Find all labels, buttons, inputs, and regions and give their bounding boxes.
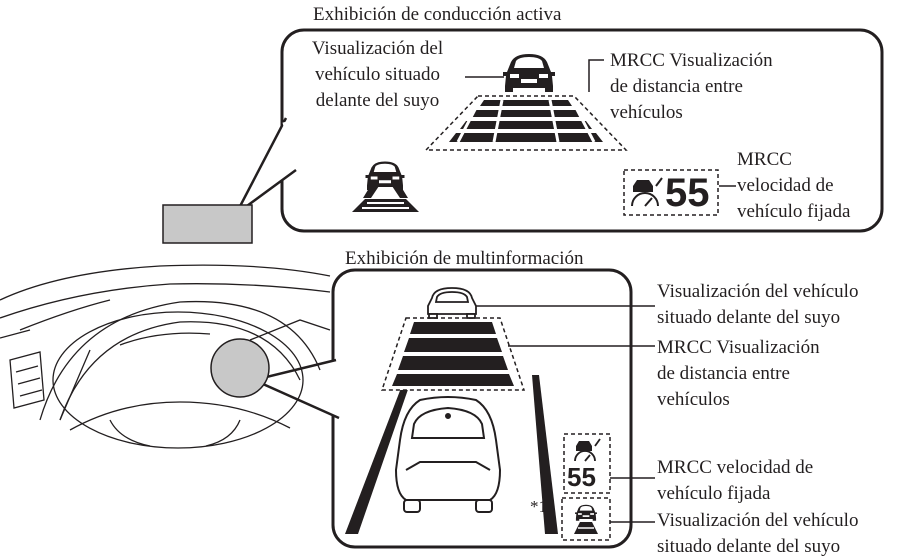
vehicle-ahead-indicator-icon (574, 522, 598, 534)
bottom-speed-label: MRCC velocidad de vehículo fijada (657, 455, 813, 507)
top-distance-line1: MRCC Visualización (610, 50, 773, 71)
bottom-vehicle-ahead-line1: Visualización del vehículo (657, 281, 859, 302)
set-speed-box-bottom (563, 433, 611, 494)
hud-location-marker (162, 204, 253, 244)
road-bottom (345, 375, 558, 534)
bottom-vehicle-ahead-line2: situado delante del suyo (657, 307, 841, 328)
top-vehicle-ahead-line3: delante del suyo (315, 90, 440, 111)
set-speed-box-top (623, 169, 719, 216)
bottom-vehicle-ahead-small-line1: Visualización del vehículo (657, 510, 859, 531)
top-distance-label: MRCC Visualización de distancia entre ve… (610, 48, 773, 126)
vehicle-ahead-icon-bottom (427, 287, 477, 319)
steering-wheel-dashboard-illustration (0, 264, 331, 449)
distance-bars-top (424, 95, 628, 151)
bottom-distance-label: MRCC Visualización de distancia entre ve… (657, 335, 820, 413)
active-driving-display-title: Exhibición de conducción activa (313, 4, 562, 25)
top-set-speed-value: 55 (665, 171, 710, 215)
multi-information-display-title: Exhibición de multinformación (345, 248, 584, 269)
own-vehicle-icon-bottom (394, 396, 502, 513)
distance-bars-bottom (380, 317, 526, 391)
bottom-distance-line2: de distancia entre (657, 363, 790, 384)
bottom-vehicle-ahead-label: Visualización del vehículo situado delan… (657, 279, 858, 331)
top-speed-line3: vehículo fijada (737, 201, 851, 222)
multi-info-location-marker (210, 338, 270, 398)
top-vehicle-ahead-line2: vehículo situado (314, 64, 441, 85)
top-speed-line2: velocidad de (737, 175, 834, 196)
top-speed-label: MRCC velocidad de vehículo fijada (737, 147, 850, 225)
top-distance-line2: de distancia entre (610, 76, 743, 97)
speedometer-car-icon-top (631, 177, 663, 207)
bottom-distance-line3: vehículos (657, 389, 730, 410)
footnote-mark: *1 (530, 497, 547, 516)
bottom-vehicle-ahead-small-label: Visualización del vehículo situado delan… (657, 508, 858, 560)
bottom-set-speed-value: 55 (567, 462, 596, 492)
top-speed-line1: MRCC (737, 149, 792, 170)
bottom-speed-line1: MRCC velocidad de (657, 457, 814, 478)
bottom-distance-line1: MRCC Visualización (657, 337, 820, 358)
top-vehicle-ahead-label: Visualización del vehículo situado delan… (290, 36, 465, 114)
bottom-speed-line2: vehículo fijada (657, 483, 771, 504)
bottom-vehicle-ahead-small-line2: situado delante del suyo (657, 536, 841, 557)
top-vehicle-ahead-line1: Visualización del (311, 38, 444, 59)
top-distance-line3: vehículos (610, 102, 683, 123)
speedometer-car-icon-bottom (574, 438, 601, 462)
